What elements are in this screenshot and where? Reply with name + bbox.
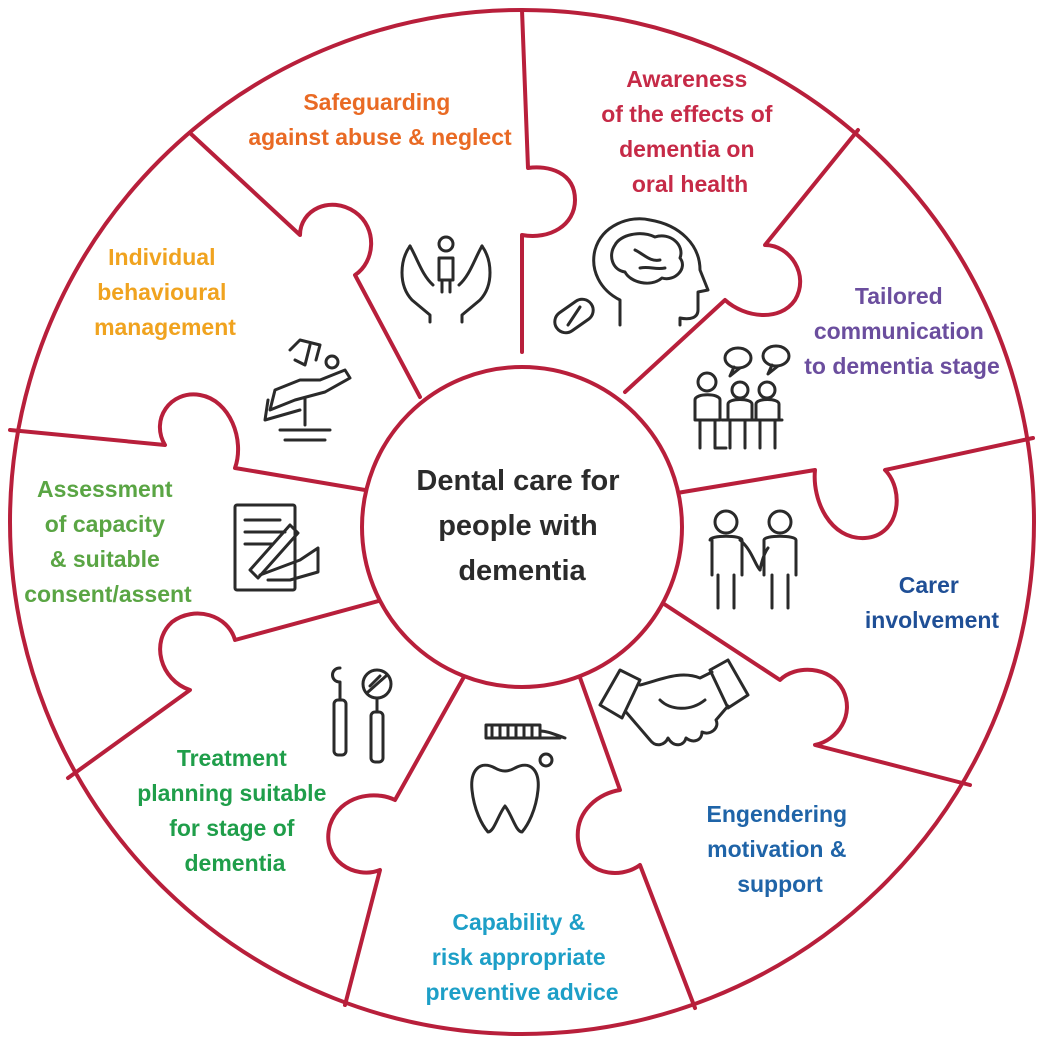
label-awareness-line-2: of the effects of bbox=[601, 101, 773, 127]
label-assessment-line-3: & suitable bbox=[50, 546, 160, 572]
label-treatment: Treatment planning suitable for stage of… bbox=[137, 745, 333, 876]
caring-hands-icon bbox=[400, 235, 492, 324]
label-capability-line-1: Capability & bbox=[452, 909, 585, 935]
divider-lower-right bbox=[656, 598, 972, 787]
center-title-line-2: people with bbox=[438, 510, 598, 542]
label-tailored: Tailored communication to dementia stage bbox=[804, 283, 1000, 379]
handshake-icon bbox=[598, 658, 750, 747]
divider-upper-left bbox=[188, 131, 422, 399]
dental-instruments-icon bbox=[331, 666, 393, 764]
label-carer-line-1: Carer bbox=[899, 572, 959, 598]
label-individual-line-3: management bbox=[94, 314, 236, 340]
label-safeguarding-line-1: Safeguarding bbox=[303, 89, 450, 115]
label-treatment-line-3: for stage of bbox=[169, 815, 295, 841]
brain-head-pill-icon bbox=[553, 217, 710, 335]
label-tailored-line-1: Tailored bbox=[855, 283, 943, 309]
center-title-line-1: Dental care for bbox=[416, 465, 619, 497]
divider-bottom-left bbox=[326, 673, 467, 1007]
divider-left bbox=[8, 392, 367, 492]
label-assessment-line-4: consent/assent bbox=[24, 581, 192, 607]
divider-top bbox=[520, 8, 577, 354]
group-conversation-icon bbox=[693, 344, 791, 450]
puzzle-dividers bbox=[8, 8, 1035, 1010]
label-engendering-line-1: Engendering bbox=[707, 801, 848, 827]
label-carer: Carer involvement bbox=[865, 572, 1000, 633]
label-safeguarding: Safeguarding against abuse & neglect bbox=[248, 89, 512, 150]
label-capability: Capability & risk appropriate preventive… bbox=[425, 909, 618, 1005]
label-individual-line-1: Individual bbox=[108, 244, 215, 270]
label-tailored-line-2: communication bbox=[814, 318, 984, 344]
label-individual-line-2: behavioural bbox=[97, 279, 226, 305]
dental-chair-icon bbox=[263, 338, 352, 442]
label-assessment: Assessment of capacity & suitable consen… bbox=[24, 476, 192, 607]
consent-form-icon bbox=[233, 503, 320, 592]
label-engendering: Engendering motivation & support bbox=[707, 801, 854, 897]
label-tailored-line-3: to dementia stage bbox=[804, 353, 1000, 379]
label-awareness-line-1: Awareness bbox=[626, 66, 747, 92]
tooth-toothbrush-icon bbox=[470, 723, 567, 834]
center-circle bbox=[360, 365, 684, 689]
center-title-line-3: dementia bbox=[458, 555, 586, 587]
label-awareness: Awareness of the effects of dementia on … bbox=[601, 66, 779, 197]
label-assessment-line-1: Assessment bbox=[37, 476, 173, 502]
label-treatment-line-1: Treatment bbox=[177, 745, 287, 771]
label-individual: Individual behavioural management bbox=[94, 244, 236, 340]
label-treatment-line-4: dementia bbox=[185, 850, 286, 876]
divider-right bbox=[663, 436, 1035, 541]
label-treatment-line-2: planning suitable bbox=[137, 780, 326, 806]
divider-upper-right bbox=[623, 128, 860, 394]
center-title: Dental care for people with dementia bbox=[416, 465, 627, 587]
label-capability-line-3: preventive advice bbox=[425, 979, 618, 1005]
label-safeguarding-line-2: against abuse & neglect bbox=[248, 124, 512, 150]
two-people-icon bbox=[708, 509, 798, 610]
label-awareness-line-4: oral health bbox=[632, 171, 748, 197]
label-assessment-line-2: of capacity bbox=[45, 511, 165, 537]
label-capability-line-2: risk appropriate bbox=[432, 944, 606, 970]
label-awareness-line-3: dementia on bbox=[619, 136, 754, 162]
label-engendering-line-3: support bbox=[737, 871, 823, 897]
divider-bottom-right bbox=[575, 670, 697, 1010]
label-engendering-line-2: motivation & bbox=[707, 836, 846, 862]
divider-left-lower bbox=[66, 598, 384, 780]
label-carer-line-2: involvement bbox=[865, 607, 1000, 633]
